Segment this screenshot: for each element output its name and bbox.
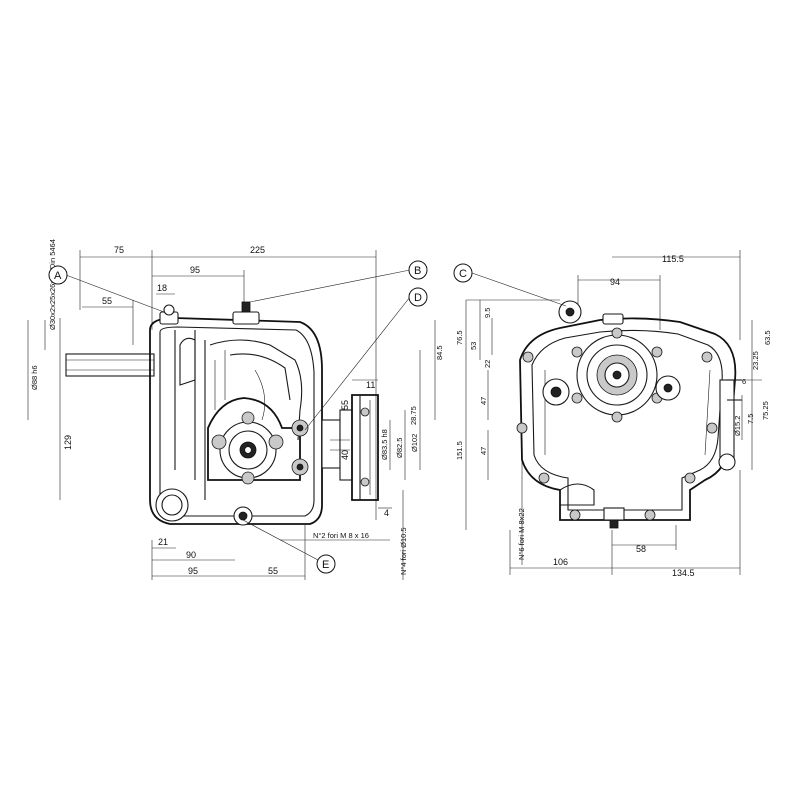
spline-label: Ø30x2x25x26x8 - Din 5464: [48, 239, 57, 330]
callout-d: D: [408, 287, 428, 307]
callout-a: A: [48, 265, 68, 285]
dim-835: Ø83.5 h8: [380, 429, 389, 460]
dim-75: 7.5: [746, 414, 755, 424]
callout-c-label: C: [459, 268, 467, 280]
drain-plug: [155, 488, 189, 522]
holes-4-label: N°4 fori Ø10.5: [399, 527, 408, 575]
dim-47b: 47: [479, 447, 488, 455]
dim-1155: 115.5: [662, 254, 684, 264]
dim-152: Ø15.2: [733, 416, 742, 436]
callout-a-label: A: [54, 270, 62, 282]
input-shaft: [65, 353, 155, 377]
dim-1515: 151.5: [455, 441, 464, 460]
end-housing-outline: [519, 317, 737, 521]
callout-e: E: [316, 554, 336, 574]
dim-2325: 23.25: [751, 351, 760, 370]
callout-e-label: E: [322, 559, 329, 571]
dim-55-side: 55: [340, 400, 350, 410]
dim-225: 225: [250, 245, 265, 255]
dim-765: 76.5: [455, 330, 464, 345]
dim-102: Ø102: [410, 434, 419, 452]
dim-2875: 28.75: [409, 406, 418, 425]
shaft-diameter-label: Ø88 h6: [30, 365, 39, 390]
dim-22: 22: [483, 360, 492, 368]
left-view: 75 225 95 18 55 129 Ø30x2x25x26x8 - Din …: [27, 239, 444, 580]
dim-47a: 47: [479, 397, 488, 405]
dim-21: 21: [158, 537, 168, 547]
dim-11: 11: [366, 380, 375, 390]
dim-90: 90: [186, 550, 196, 560]
mount-face: [207, 397, 301, 481]
callout-b-label: B: [414, 265, 421, 277]
dim-7525: 75.25: [761, 401, 770, 420]
holes-2-note: N°2 fori M 8 x 16: [313, 531, 369, 540]
dim-129: 129: [63, 435, 73, 450]
callout-d-label: D: [414, 292, 422, 304]
dim-825: Ø82.5: [395, 438, 404, 458]
dim-6: 6: [742, 377, 746, 386]
dim-58: 58: [636, 544, 646, 554]
holes-6-label: N°6 fori M 8x22: [517, 508, 526, 560]
dim-55-top: 55: [102, 296, 112, 306]
dim-95-top: 95: [190, 265, 200, 275]
dim-95: 9.5: [483, 308, 492, 318]
dim-106: 106: [553, 557, 568, 567]
dim-1345: 134.5: [672, 568, 695, 578]
callout-c: C: [453, 263, 473, 283]
dim-18: 18: [157, 283, 167, 293]
dim-53: 53: [469, 342, 478, 350]
dim-40: 40: [340, 450, 350, 460]
dim-75: 75: [114, 245, 124, 255]
dim-635: 63.5: [763, 330, 772, 345]
dim-845: 84.5: [435, 345, 444, 360]
callout-b: B: [408, 260, 428, 280]
dim-4: 4: [384, 508, 389, 518]
side-flange: [351, 394, 379, 501]
dim-95-bottom: 95: [188, 566, 198, 576]
dim-55-bottom: 55: [268, 566, 278, 576]
dim-94: 94: [610, 277, 620, 287]
right-view: 115.5 94 76.5 53 9.5 22 47 47 151.5 N°6 …: [455, 250, 772, 578]
